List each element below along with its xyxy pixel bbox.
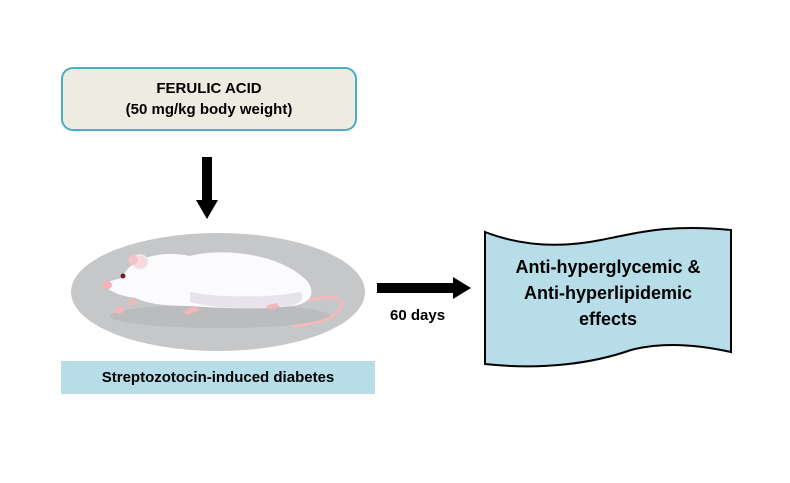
outcome-line-3: effects [578,309,638,329]
treatment-box: FERULIC ACID (50 mg/kg body weight) [61,67,357,131]
rat-nose [102,281,112,289]
rat-tail [293,295,344,328]
outcome-line-1: Anti-hyperglycemic & [515,257,701,277]
disease-model-text: Streptozotocin-induced diabetes [101,369,335,386]
outcome-text: Anti-hyperglycemic & Anti-hyperlipidemic… [481,254,735,332]
rat-body [105,252,312,309]
rat-eye [120,273,126,279]
outcome-line-2: Anti-hyperlipidemic [523,283,693,303]
rat-illustration [71,233,365,351]
rat-front-paw [112,306,126,314]
rat-hind-paw [182,306,200,315]
arrow-down-icon [196,157,218,219]
duration-label: 60 days [390,307,446,324]
treatment-dose: (50 mg/kg body weight) [125,101,293,118]
treatment-name: FERULIC ACID [156,80,262,97]
disease-model-label: Streptozotocin-induced diabetes [61,361,375,394]
outcome-banner-shape [484,226,732,368]
arrow-right-icon [377,277,471,299]
